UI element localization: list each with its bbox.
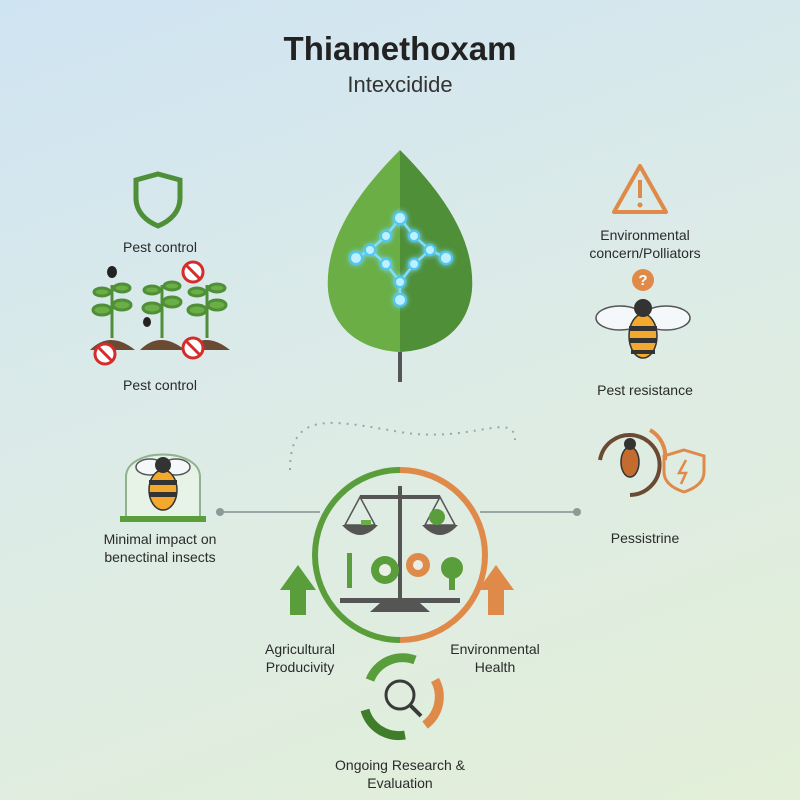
research-cycle-icon [360, 653, 444, 741]
svg-text:?: ? [638, 272, 647, 289]
page-subtitle: Intexcidide [347, 72, 453, 97]
resistance-cycle-icon [598, 428, 706, 497]
shield-icon [133, 171, 183, 229]
plants-pests-icon [90, 260, 230, 366]
environmental-health-label: Environmental Health [450, 641, 540, 675]
page-title: Thiamethoxam [283, 30, 517, 67]
pest-resistance-label: Pest resistance [597, 382, 693, 398]
pessistrine-label: Pessistrine [610, 530, 680, 546]
ongoing-research-label: Ongoing Research & Evaluation [335, 757, 465, 791]
agricultural-productivity-label: Agricultural Producivity [264, 641, 336, 675]
bee-question-icon: ? [595, 269, 691, 359]
environmental-concern-label: Environmental concern/Polliators [589, 227, 701, 261]
pest-control-top-label: Pest control [123, 239, 197, 255]
pest-control-bottom-label: Pest control [123, 377, 197, 393]
warning-icon [612, 164, 668, 214]
minimal-impact-label: Minimal impact on benectinal insects [103, 531, 217, 565]
bee-dome-icon [120, 453, 206, 522]
